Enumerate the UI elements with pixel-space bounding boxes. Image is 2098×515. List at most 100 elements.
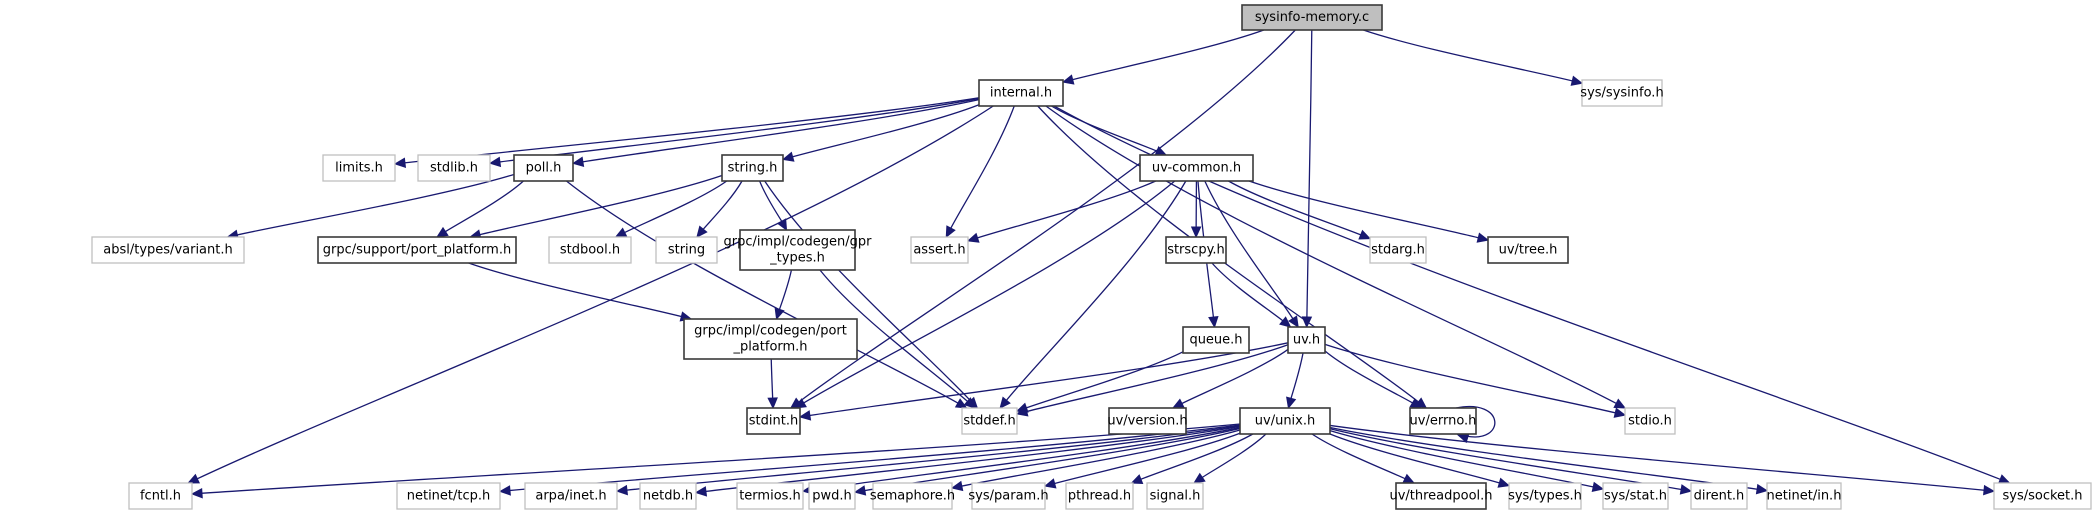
node-label: sysinfo-memory.c xyxy=(1255,10,1369,25)
arrowhead-icon xyxy=(614,227,628,238)
edge-line xyxy=(1139,433,1254,481)
edge-uv-common-h-to-stddef-h xyxy=(999,180,1187,409)
node-label: signal.h xyxy=(1150,489,1201,504)
edge-line xyxy=(764,180,972,402)
node-assert-h: assert.h xyxy=(910,236,969,264)
node-label: sys/sysinfo.h xyxy=(1580,86,1663,101)
edge-internal-h-to-uv-errno-h xyxy=(1037,105,1428,409)
node-label: sys/types.h xyxy=(1508,489,1582,504)
node-box xyxy=(1766,482,1842,510)
node-box xyxy=(872,482,953,510)
node-box xyxy=(1146,482,1204,510)
node-grpc-support-port-platform-h[interactable]: grpc/support/port_platform.h xyxy=(317,236,517,264)
edge-uv-unix-h-to-uv-threadpool-h xyxy=(1311,433,1416,484)
arrowhead-icon xyxy=(1570,75,1584,86)
node-box xyxy=(910,236,969,264)
node-box xyxy=(971,482,1046,510)
edge-line xyxy=(1329,424,1986,491)
arrowhead-icon xyxy=(1288,315,1299,329)
arrowhead-icon xyxy=(1279,316,1292,328)
nodes-layer: sysinfo-memory.csys/sysinfo.hinternal.hl… xyxy=(91,4,2092,510)
arrowhead-icon xyxy=(1613,407,1627,418)
node-uv-errno-h[interactable]: uv/errno.h xyxy=(1409,407,1477,435)
node-dirent-h: dirent.h xyxy=(1690,482,1748,510)
arrowhead-icon xyxy=(781,151,795,162)
node-signal-h: signal.h xyxy=(1146,482,1204,510)
node-uv-h[interactable]: uv.h xyxy=(1287,326,1326,354)
node-label: string.h xyxy=(728,161,778,176)
edge-string-h-to-gpr-types-h xyxy=(759,180,788,232)
arrowhead-icon xyxy=(187,473,201,484)
node-box xyxy=(1241,4,1383,31)
edge-line xyxy=(566,180,960,405)
node-uv-version-h[interactable]: uv/version.h xyxy=(1107,407,1188,435)
node-uv-unix-h[interactable]: uv/unix.h xyxy=(1239,407,1331,435)
node-box xyxy=(1993,482,2092,510)
node-label: stdarg.h xyxy=(1371,243,1425,258)
edge-internal-h-to-poll-h xyxy=(571,98,980,167)
edge-grpc-support-port-platform-h-to-codegen-port-platform-h xyxy=(468,262,693,322)
node-strscpy-h[interactable]: strscpy.h xyxy=(1165,236,1227,264)
node-label: _platform.h xyxy=(732,340,807,355)
node-box xyxy=(513,154,574,182)
node-gpr-types-h[interactable]: grpc/impl/codegen/gpr_types.h xyxy=(724,229,873,271)
edge-internal-h-to-stdio-h xyxy=(1045,105,1627,409)
edge-line xyxy=(1037,105,1420,403)
node-label: sys/param.h xyxy=(968,489,1048,504)
node-box xyxy=(746,407,801,435)
node-box xyxy=(639,482,697,510)
node-label: stdlib.h xyxy=(430,161,478,176)
node-sys-types-h: sys/types.h xyxy=(1508,482,1582,510)
edge-line xyxy=(1290,352,1304,400)
node-absl-variant-h: absl/types/variant.h xyxy=(91,236,245,264)
edge-line xyxy=(1329,433,1501,484)
node-stdint-h[interactable]: stdint.h xyxy=(746,407,801,435)
edge-uv-h-to-uv-unix-h xyxy=(1286,352,1304,410)
edge-uv-h-to-stdio-h xyxy=(1324,343,1627,418)
edge-uv-common-h-to-stdarg-h xyxy=(1228,180,1372,240)
node-label: semaphore.h xyxy=(870,489,955,504)
node-label: stddef.h xyxy=(963,414,1015,429)
node-box xyxy=(1182,326,1250,354)
node-stdlib-h: stdlib.h xyxy=(417,154,491,182)
node-queue-h[interactable]: queue.h xyxy=(1182,326,1250,354)
node-box xyxy=(417,154,491,182)
node-netinet-tcp-h: netinet/tcp.h xyxy=(396,482,501,510)
node-uv-tree-h[interactable]: uv/tree.h xyxy=(1487,236,1569,264)
node-termios-h: termios.h xyxy=(736,482,804,510)
node-codegen-port-platform-h[interactable]: grpc/impl/codegen/port_platform.h xyxy=(683,318,858,360)
node-box xyxy=(1409,407,1477,435)
node-label: fcntl.h xyxy=(140,489,181,504)
edge-uv-unix-h-to-sys-param-h xyxy=(1043,432,1241,489)
edge-string-h-to-stddef-h xyxy=(764,180,979,409)
edge-gpr-types-h-to-codegen-port-platform-h xyxy=(774,269,793,321)
node-box xyxy=(978,79,1064,107)
edge-internal-h-to-string-h xyxy=(781,104,980,162)
edge-line xyxy=(1228,180,1362,236)
edge-line xyxy=(236,173,515,236)
edge-line xyxy=(478,174,723,236)
node-box xyxy=(721,154,784,182)
node-poll-h[interactable]: poll.h xyxy=(513,154,574,182)
edge-uv-unix-h-to-sys-types-h xyxy=(1329,433,1511,488)
edge-line xyxy=(1045,105,1618,405)
node-semaphore-h: semaphore.h xyxy=(870,482,955,510)
edge-line xyxy=(444,180,524,233)
node-pwd-h: pwd.h xyxy=(808,482,856,510)
node-pthread-h: pthread.h xyxy=(1065,482,1134,510)
node-box xyxy=(1165,236,1227,264)
node-sysinfo-memory-c[interactable]: sysinfo-memory.c xyxy=(1241,4,1383,31)
edge-poll-h-to-absl-variant-h xyxy=(226,173,515,240)
node-internal-h[interactable]: internal.h xyxy=(978,79,1064,107)
node-box xyxy=(1287,326,1326,354)
edge-line xyxy=(1204,180,1294,320)
node-string-h[interactable]: string.h xyxy=(721,154,784,182)
edge-line xyxy=(1248,180,1480,239)
node-label: poll.h xyxy=(526,161,562,176)
edge-uv-h-to-stdint-h xyxy=(798,342,1289,421)
node-uv-threadpool-h[interactable]: uv/threadpool.h xyxy=(1389,482,1493,510)
node-uv-common-h[interactable]: uv-common.h xyxy=(1139,154,1254,182)
arrowhead-icon xyxy=(615,484,628,496)
edge-line xyxy=(468,262,683,318)
node-sys-param-h: sys/param.h xyxy=(968,482,1049,510)
